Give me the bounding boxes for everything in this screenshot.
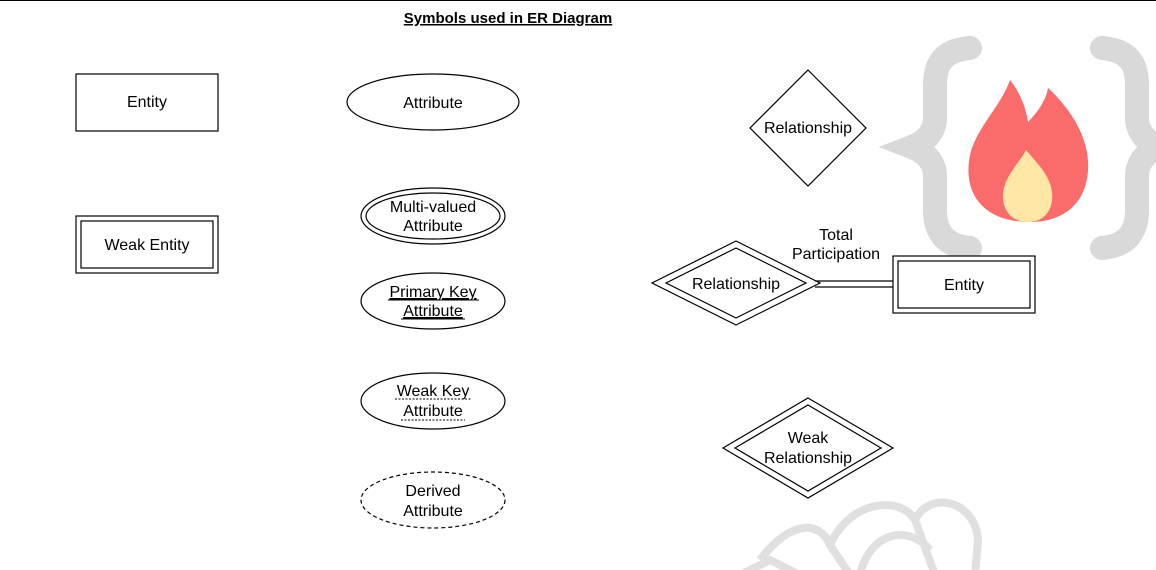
relationship-label: Relationship	[764, 120, 852, 137]
total-participation-relationship-inner-diamond	[664, 247, 808, 319]
total-participation-relationship-label: Relationship	[692, 276, 780, 293]
weak-entity-inner-rectangle	[80, 220, 214, 269]
left-brace-icon	[878, 36, 982, 260]
weak-key-attribute-label-line1: Weak Key	[397, 383, 470, 400]
flame-inner-icon	[1003, 150, 1053, 222]
right-brace-icon	[1090, 36, 1156, 260]
weak-relationship-label-line1: Weak	[788, 430, 830, 447]
total-participation-label-line2: Participation	[792, 246, 880, 263]
diagram-title: Symbols used in ER Diagram	[404, 10, 612, 27]
flame-icon	[968, 80, 1089, 222]
total-participation-relationship-outer-diamond	[650, 240, 822, 326]
weak-key-attribute-ellipse	[360, 372, 506, 430]
attribute-label: Attribute	[403, 95, 463, 112]
ring-arc-icon	[911, 498, 983, 570]
ring-inner-icon	[857, 531, 934, 570]
multivalued-attribute-inner-ellipse	[365, 192, 501, 240]
primary-key-attribute-label-line2: Attribute	[403, 303, 463, 320]
watermark-logo-icon	[878, 36, 1156, 260]
total-participation-entity-label: Entity	[944, 277, 984, 294]
weak-relationship-label-line2: Relationship	[764, 450, 852, 467]
entity-rectangle	[75, 73, 219, 132]
watermark-bottom-icon	[741, 498, 983, 570]
derived-attribute-label-line1: Derived	[405, 483, 460, 500]
total-participation-label-line1: Total	[819, 227, 853, 244]
weak-relationship-inner-diamond	[733, 404, 883, 492]
entity-label: Entity	[127, 94, 167, 111]
primary-key-attribute-ellipse	[360, 272, 506, 330]
ring-fragment-icon	[741, 555, 799, 570]
weak-relationship-outer-diamond	[721, 397, 895, 499]
attribute-ellipse	[346, 73, 520, 131]
total-participation-entity-inner-rectangle	[897, 260, 1031, 309]
relationship-diamond	[749, 69, 867, 187]
weak-entity-label: Weak Entity	[104, 237, 189, 254]
multivalued-attribute-label-line2: Attribute	[403, 218, 463, 235]
multivalued-attribute-label-line1: Multi-valued	[390, 199, 476, 216]
top-border	[0, 0, 1156, 1]
primary-key-attribute-label-line1: Primary Key	[389, 284, 476, 301]
derived-attribute-label-line2: Attribute	[403, 503, 463, 520]
derived-attribute-dashed-ellipse	[360, 471, 506, 529]
weak-key-attribute-label-line2: Attribute	[403, 403, 463, 420]
